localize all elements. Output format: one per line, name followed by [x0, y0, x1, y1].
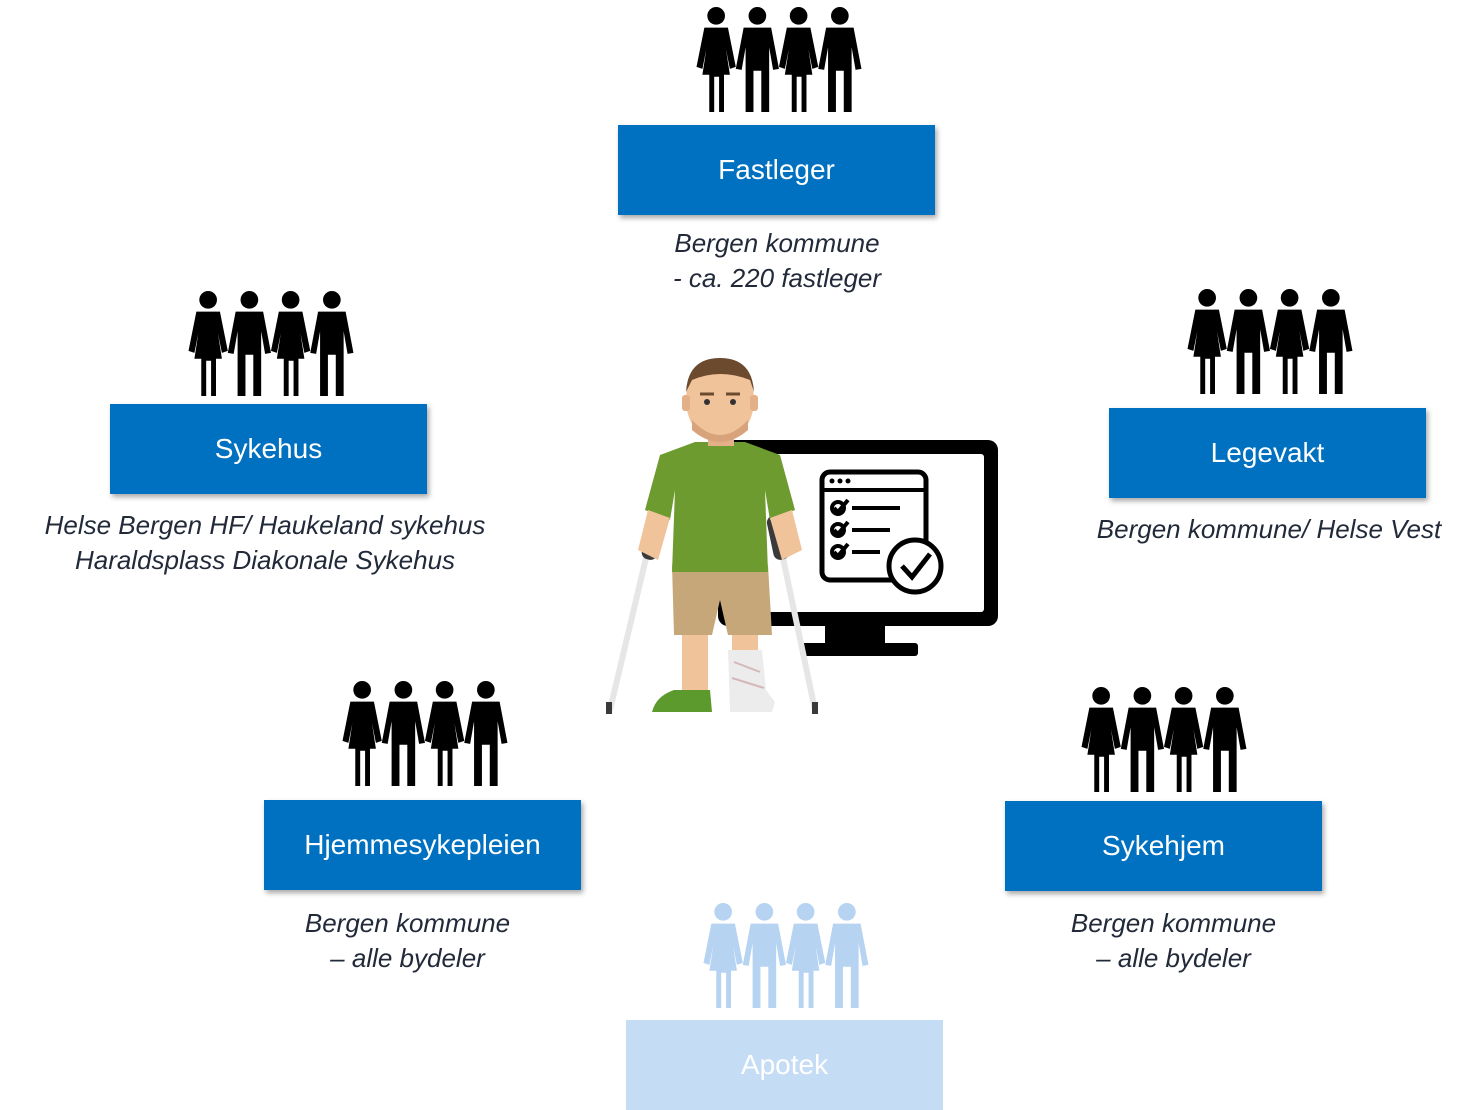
apotek-box[interactable]: Apotek [626, 1020, 943, 1110]
people-group-icon-fastleger [693, 6, 863, 114]
sykehjem-caption: Bergen kommune – alle bydeler [1016, 906, 1331, 976]
sykehjem-caption-line-1: Bergen kommune [1070, 908, 1277, 938]
fastleger-caption-line-1: Bergen kommune [674, 228, 880, 258]
sykehus-box[interactable]: Sykehus [110, 404, 427, 494]
people-group-icon-apotek [700, 902, 870, 1010]
patient-with-crutches-icon [638, 358, 802, 712]
patient-with-monitor-illustration [600, 350, 1000, 720]
hjemmesykepleien-caption: Bergen kommune – alle bydeler [250, 906, 565, 976]
legevakt-box[interactable]: Legevakt [1109, 408, 1426, 498]
apotek-label: Apotek [740, 1049, 829, 1080]
sykehjem-label: Sykehjem [1102, 830, 1225, 861]
legevakt-caption-line-1: Bergen kommune/ Helse Vest [1096, 514, 1442, 544]
fastleger-box[interactable]: Fastleger [618, 125, 935, 215]
sykehjem-caption-line-2: – alle bydeler [1096, 943, 1251, 973]
people-group-icon-hjemmesykepleien [339, 680, 509, 788]
people-group-icon-sykehus [185, 290, 355, 398]
people-group-icon-legevakt [1184, 288, 1354, 396]
hjemmesykepleien-box[interactable]: Hjemmesykepleien [264, 800, 581, 890]
fastleger-caption-line-2: - ca. 220 fastleger [672, 263, 882, 293]
people-group-icon [188, 290, 354, 397]
hjemmesykepleien-caption-line-1: Bergen kommune [304, 908, 511, 938]
sykehus-caption-line-1: Helse Bergen HF/ Haukeland sykehus [44, 510, 486, 540]
people-group-icon [696, 6, 862, 113]
people-group-icon-sykehjem [1078, 686, 1248, 794]
sykehus-caption: Helse Bergen HF/ Haukeland sykehus Haral… [5, 508, 525, 578]
people-group-icon [1187, 288, 1353, 395]
legevakt-caption: Bergen kommune/ Helse Vest [1068, 512, 1470, 547]
people-group-icon [342, 680, 508, 787]
hjemmesykepleien-label: Hjemmesykepleien [304, 829, 541, 860]
hjemmesykepleien-caption-line-2: – alle bydeler [330, 943, 485, 973]
fastleger-caption: Bergen kommune - ca. 220 fastleger [582, 226, 972, 296]
sykehjem-box[interactable]: Sykehjem [1005, 801, 1322, 891]
people-group-icon [703, 902, 869, 1009]
people-group-icon [1081, 686, 1247, 793]
fastleger-label: Fastleger [718, 154, 835, 185]
sykehus-caption-line-2: Haraldsplass Diakonale Sykehus [74, 545, 456, 575]
legevakt-label: Legevakt [1210, 437, 1325, 468]
sykehus-label: Sykehus [214, 433, 323, 464]
